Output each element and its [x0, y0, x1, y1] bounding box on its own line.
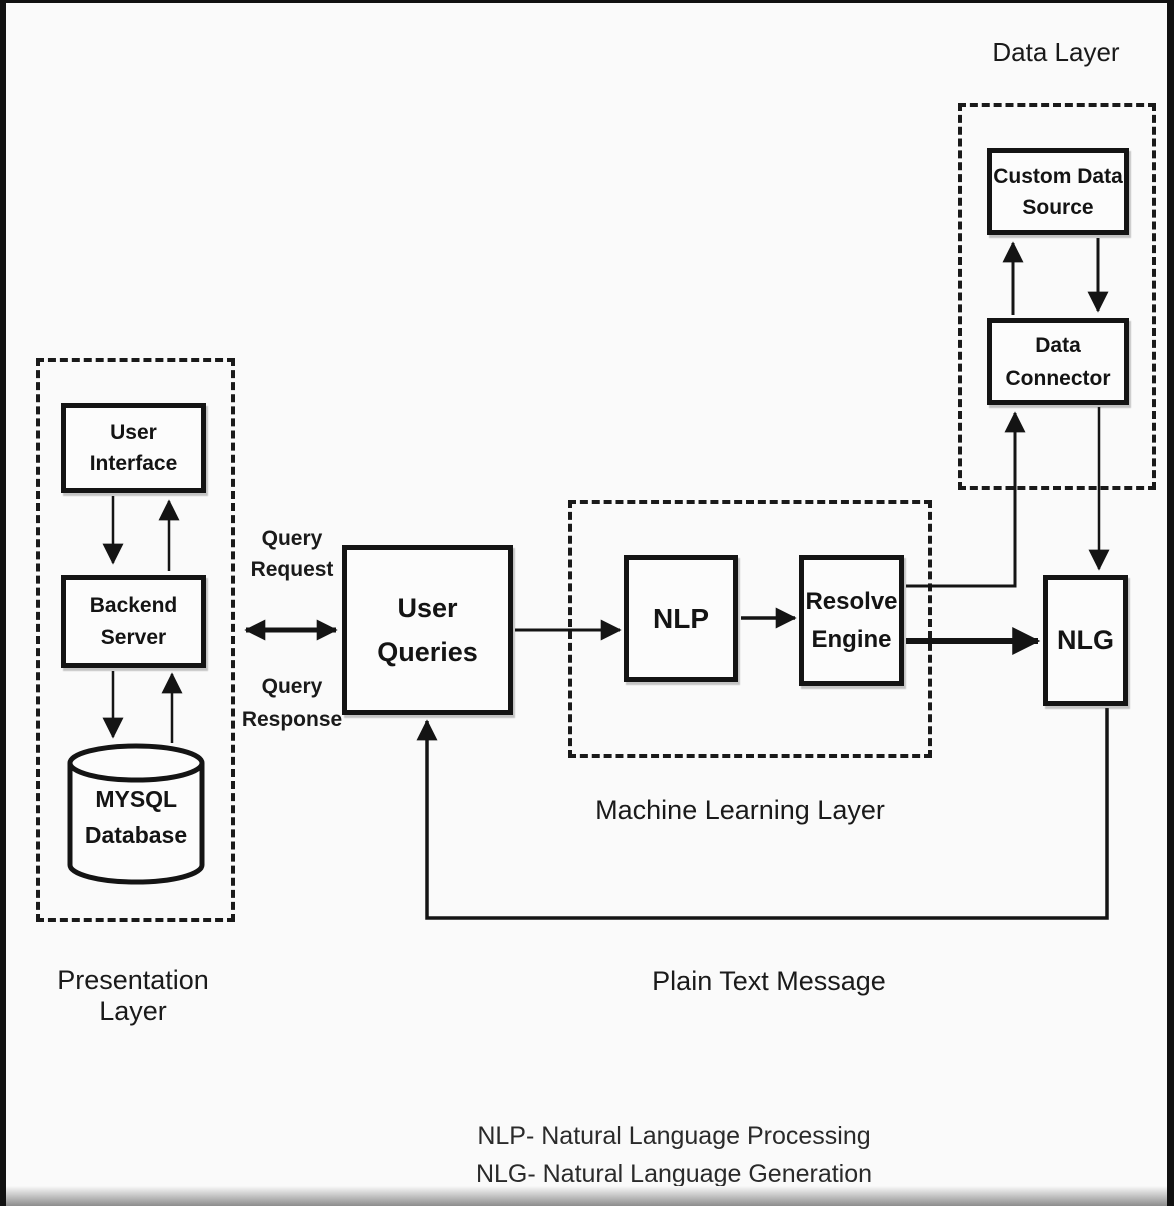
- edge-label-query-response: Query Response: [241, 675, 343, 731]
- node-backend-server-label: Backend: [89, 593, 178, 617]
- bottom-frame-edge: [6, 1186, 1167, 1206]
- node-nlp-label: NLP: [653, 602, 709, 634]
- node-user-queries: User Queries: [342, 545, 513, 715]
- node-user-queries-label: User: [397, 593, 458, 623]
- node-data-connector-label: Data: [1035, 333, 1081, 357]
- edge-label-query-request: Query Request: [250, 527, 334, 581]
- database-cylinder-icon: [67, 743, 205, 885]
- node-nlg: NLG: [1043, 575, 1128, 706]
- legend-nlg-definition: NLG- Natural Language Generation: [475, 1160, 873, 1188]
- node-nlg-label: NLG: [1057, 625, 1114, 655]
- connector-wires: [67, 238, 1110, 920]
- node-resolve-engine: Resolve Engine: [799, 555, 904, 686]
- data-layer-box: [958, 103, 1156, 490]
- node-mysql-database-label: MYSQL Database: [84, 786, 188, 848]
- presentation-layer-label: Presentation Layer: [57, 965, 209, 1026]
- presentation-layer-box: [36, 358, 235, 922]
- legend-nlp-definition: NLP- Natural Language Processing: [477, 1122, 871, 1150]
- node-backend-server: Backend Server: [61, 575, 206, 668]
- node-custom-data-source-label: Custom Data: [993, 164, 1123, 188]
- legend: NLP- Natural Language Processing NLG- Na…: [404, 1117, 944, 1193]
- arrow-resolve-to-dataconnector: [906, 411, 1026, 588]
- node-user-interface: User Interface: [61, 403, 206, 493]
- arrow-nlg-to-userqueries-feedback: [416, 708, 1109, 920]
- node-custom-data-source: Custom Data Source: [987, 148, 1129, 235]
- node-data-connector: Data Connector: [987, 318, 1129, 405]
- node-resolve-engine-label: Resolve: [805, 587, 898, 615]
- plain-text-message-label: Plain Text Message: [652, 966, 886, 996]
- node-user-interface-label: User: [110, 421, 157, 444]
- data-layer-label: Data Layer: [992, 37, 1120, 67]
- machine-learning-layer-label: Machine Learning Layer: [595, 795, 885, 825]
- node-nlp: NLP: [624, 555, 738, 682]
